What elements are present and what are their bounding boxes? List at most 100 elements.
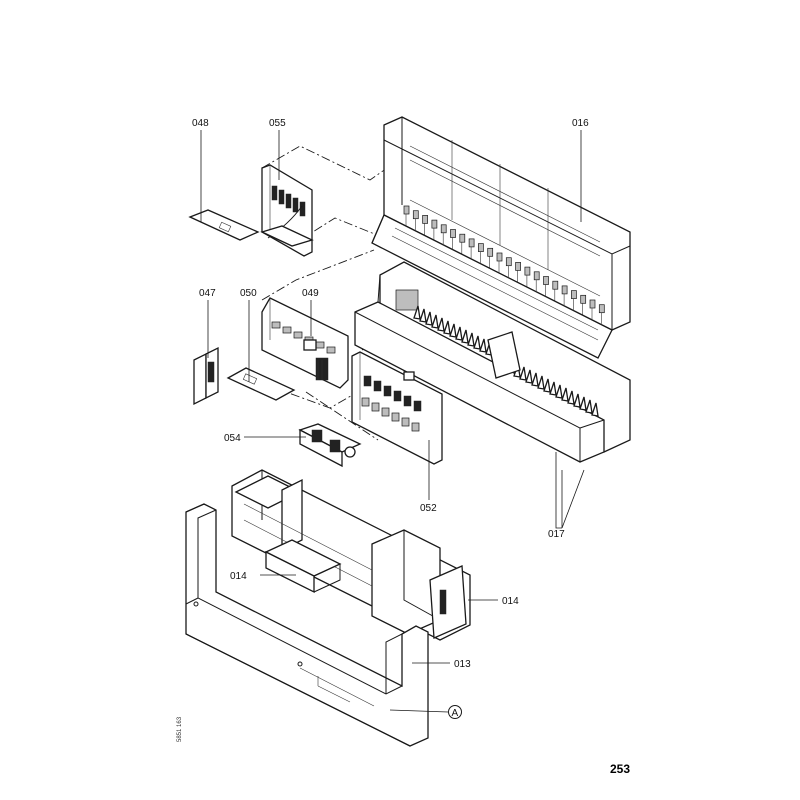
relay-component bbox=[271, 185, 278, 201]
relay-component bbox=[278, 189, 285, 205]
pcb-component bbox=[315, 341, 325, 349]
leader-lines bbox=[200, 130, 585, 713]
label-052: 052 bbox=[420, 503, 437, 514]
tray-rib bbox=[419, 308, 427, 323]
terminal-screw bbox=[431, 219, 438, 229]
pcb-module-055 bbox=[260, 164, 314, 257]
pcb-component bbox=[293, 331, 303, 339]
terminal-screw bbox=[450, 229, 456, 238]
terminal-screw bbox=[505, 257, 512, 267]
terminal-housing-016 bbox=[371, 116, 631, 359]
label-014-right: 014 bbox=[502, 596, 519, 607]
circuit-card-048 bbox=[188, 209, 260, 241]
pcb-component bbox=[282, 326, 292, 334]
board-component bbox=[381, 407, 390, 417]
terminal-screw bbox=[496, 252, 503, 262]
module-055-components bbox=[271, 185, 306, 217]
page-number: 253 bbox=[610, 762, 630, 776]
board-component bbox=[361, 397, 370, 407]
tray-rib bbox=[461, 329, 469, 344]
board-component bbox=[401, 417, 410, 427]
label-048: 048 bbox=[192, 118, 209, 129]
board-component bbox=[371, 402, 380, 412]
tray-rib bbox=[537, 375, 545, 390]
terminal-screw bbox=[589, 299, 596, 309]
board-component bbox=[391, 412, 400, 422]
relay-component bbox=[292, 197, 299, 213]
terminal-screw bbox=[580, 294, 587, 304]
terminal-screw bbox=[440, 224, 447, 234]
terminal-screw bbox=[412, 210, 419, 220]
relay-component bbox=[285, 193, 292, 209]
tray-rib bbox=[473, 335, 481, 350]
tray-rib bbox=[519, 366, 527, 381]
tray-rib bbox=[443, 320, 451, 335]
tray-rib bbox=[561, 387, 569, 402]
terminal-screw bbox=[515, 262, 521, 271]
connector-block-054 bbox=[298, 423, 362, 468]
reference-marker-a: A bbox=[448, 705, 462, 719]
chassis-assembly bbox=[231, 469, 471, 641]
circuit-card-050 bbox=[226, 367, 296, 401]
tray-rib bbox=[455, 326, 463, 341]
base-tray-017 bbox=[354, 261, 631, 463]
label-017: 017 bbox=[548, 529, 565, 540]
marker-a-letter: A bbox=[452, 708, 459, 719]
tray-rib bbox=[431, 314, 439, 329]
board-component bbox=[363, 375, 372, 387]
module-049-components bbox=[271, 321, 336, 354]
terminal-screw bbox=[552, 280, 559, 290]
tray-rib bbox=[573, 393, 581, 408]
tray-rib bbox=[479, 338, 487, 353]
front-frame-013 bbox=[185, 503, 429, 747]
terminal-screw bbox=[487, 247, 494, 257]
board-component bbox=[403, 395, 412, 407]
label-013: 013 bbox=[454, 659, 471, 670]
terminal-screw bbox=[543, 276, 549, 285]
label-054: 054 bbox=[224, 433, 241, 444]
pcb-component bbox=[326, 346, 336, 354]
board-component bbox=[373, 380, 382, 392]
board-component bbox=[383, 385, 392, 397]
pcb-component bbox=[271, 321, 281, 329]
label-047: 047 bbox=[199, 288, 216, 299]
terminal-screw bbox=[598, 304, 605, 314]
board-component bbox=[393, 390, 402, 402]
tray-rib bbox=[567, 390, 575, 405]
insert-014-left bbox=[264, 539, 342, 594]
tray-rib bbox=[585, 399, 593, 414]
board-chip bbox=[403, 371, 415, 381]
terminal-screw bbox=[422, 215, 428, 224]
part-labels: 048 055 016 047 050 049 054 052 017 014 … bbox=[192, 118, 589, 670]
terminal-screw bbox=[478, 243, 484, 252]
tray-rib bbox=[543, 378, 551, 393]
tray-rib bbox=[531, 372, 539, 387]
board-052-components bbox=[361, 371, 422, 432]
tray-rib bbox=[591, 402, 599, 417]
board-component bbox=[413, 400, 422, 412]
tray-rib bbox=[549, 381, 557, 396]
tray-rib bbox=[413, 305, 421, 320]
tray-rib bbox=[579, 396, 587, 411]
tray-rib bbox=[467, 332, 475, 347]
figure-id: 5851 163 bbox=[177, 716, 183, 742]
label-016: 016 bbox=[572, 118, 589, 129]
housing-terminal-row bbox=[403, 205, 605, 325]
insert-014-right bbox=[429, 565, 467, 639]
terminal-screw bbox=[561, 285, 568, 295]
tray-rib bbox=[525, 369, 533, 384]
label-049: 049 bbox=[302, 288, 319, 299]
bracket-047 bbox=[193, 346, 219, 406]
label-050: 050 bbox=[240, 288, 257, 299]
relay-component bbox=[299, 201, 306, 217]
tray-rib bbox=[437, 317, 445, 332]
terminal-screw bbox=[459, 233, 466, 243]
pcb-chip bbox=[303, 339, 317, 351]
terminal-screw bbox=[524, 266, 531, 276]
tray-rib bbox=[555, 384, 563, 399]
circuit-board-052 bbox=[351, 351, 443, 465]
board-component bbox=[411, 422, 420, 432]
pcb-module-049 bbox=[261, 297, 349, 389]
terminal-screw bbox=[571, 290, 577, 299]
